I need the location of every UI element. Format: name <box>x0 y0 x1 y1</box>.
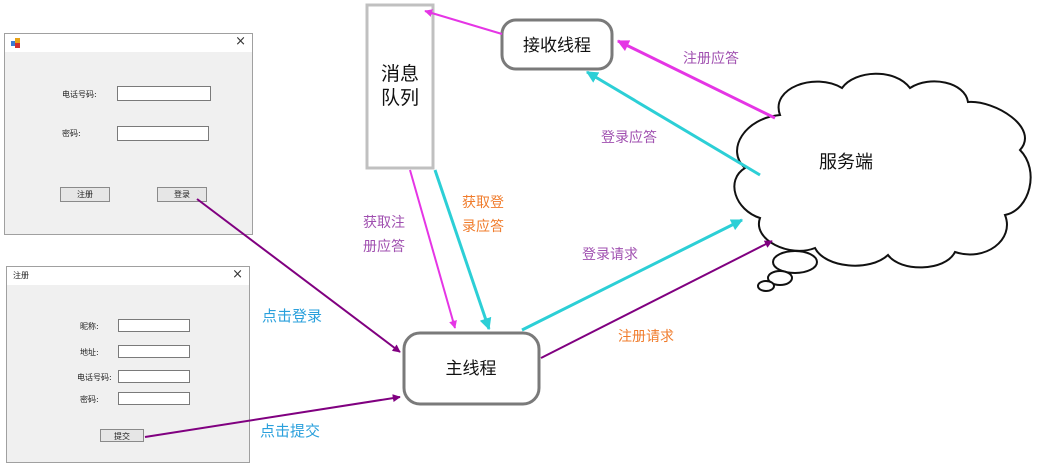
register-window-titlebar: 注册 × <box>7 267 249 285</box>
close-icon[interactable]: × <box>235 34 246 49</box>
arrow-server-register-reply <box>616 39 776 120</box>
password-input[interactable] <box>118 392 190 405</box>
address-label: 地址: <box>80 348 99 357</box>
login-reply-label: 登录应答 <box>601 129 657 146</box>
receive-thread-label: 接收线程 <box>523 36 591 56</box>
arrow-receive-to-queue <box>424 9 503 35</box>
server-label: 服务端 <box>819 152 873 173</box>
phone-input[interactable] <box>118 370 190 383</box>
password-input[interactable] <box>117 126 209 141</box>
login-request-label: 登录请求 <box>582 247 638 263</box>
main-thread-box <box>402 331 541 406</box>
arrow-main-login-request <box>521 218 744 332</box>
register-request-label: 注册请求 <box>618 329 674 345</box>
click-submit-label: 点击提交 <box>260 422 320 440</box>
password-label: 密码: <box>80 395 99 404</box>
cloud-bubble-small <box>757 280 775 292</box>
app-icon <box>11 38 20 48</box>
arrow-queue-get-login-reply <box>433 169 492 331</box>
get-login-reply-label-line2: 录应答 <box>462 218 504 235</box>
message-queue-label-line2: 队列 <box>381 87 419 109</box>
register-window-title: 注册 <box>13 271 29 280</box>
receive-thread-box <box>500 18 614 71</box>
login-window-titlebar: × <box>5 34 252 52</box>
arrow-queue-get-register-reply <box>409 169 457 329</box>
submit-button[interactable]: 提交 <box>100 429 144 442</box>
cloud-bubble-large <box>772 250 818 274</box>
phone-input[interactable] <box>117 86 211 101</box>
register-reply-label: 注册应答 <box>683 50 739 67</box>
get-login-reply-label-line1: 获取登 <box>462 195 504 211</box>
address-input[interactable] <box>118 345 190 358</box>
nickname-input[interactable] <box>118 319 190 332</box>
message-queue-label-line1: 消息 <box>381 63 419 85</box>
get-register-reply-label-line2: 册应答 <box>363 238 405 255</box>
main-thread-label: 主线程 <box>446 359 497 379</box>
register-window: 注册 × 昵称: 地址: 电话号码: 密码: 提交 <box>6 266 250 463</box>
close-icon[interactable]: × <box>232 267 243 282</box>
phone-label: 电话号码: <box>77 373 112 382</box>
arrow-main-register-request <box>540 240 773 359</box>
message-queue-box <box>365 3 435 170</box>
arrow-server-login-reply <box>585 70 761 177</box>
server-cloud <box>733 72 1032 269</box>
password-label: 密码: <box>62 129 81 138</box>
nickname-label: 昵称: <box>80 322 99 331</box>
register-button[interactable]: 注册 <box>60 187 110 202</box>
cloud-bubble-medium <box>767 270 793 286</box>
arrow-click-login <box>196 198 401 353</box>
click-login-label: 点击登录 <box>262 307 322 325</box>
arrow-click-submit <box>144 394 401 438</box>
login-button[interactable]: 登录 <box>157 187 207 202</box>
get-register-reply-label-line1: 获取注 <box>363 215 405 231</box>
login-window: × 电话号码: 密码: 注册 登录 <box>4 33 253 235</box>
phone-label: 电话号码: <box>62 90 97 99</box>
